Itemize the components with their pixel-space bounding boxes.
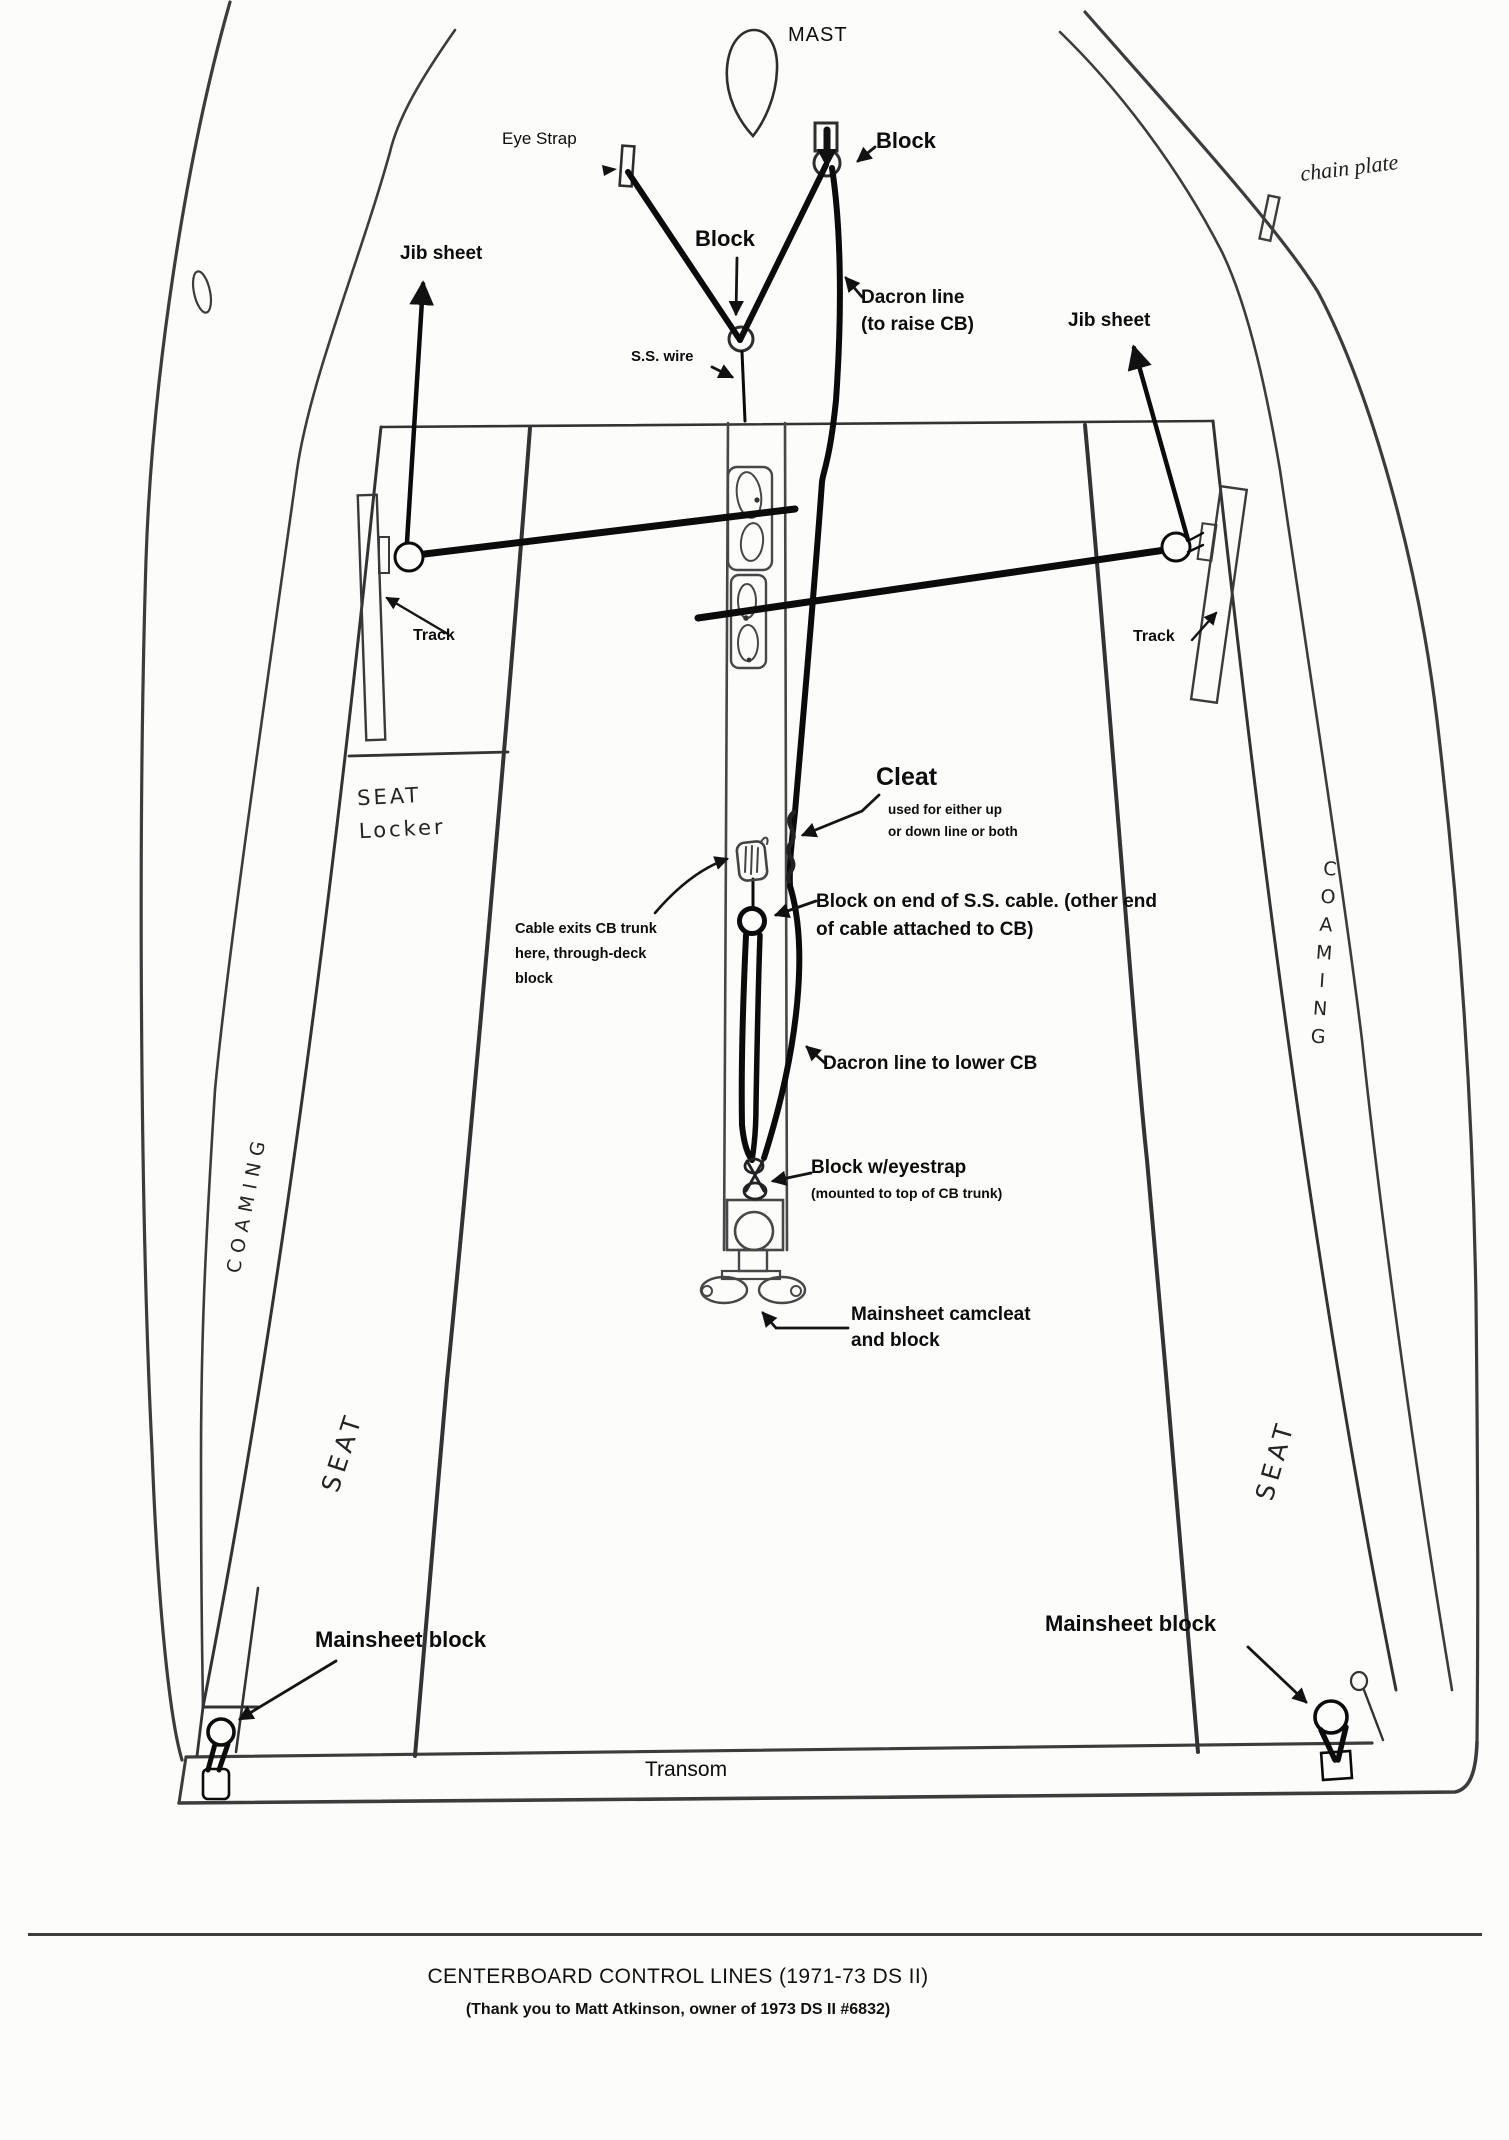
line-eyestrap-to-block [625,169,743,343]
masthead-block-label: Block [876,128,936,153]
mast-shape [725,28,779,138]
jib-sheet-left-label: Jib sheet [400,243,483,264]
track-right-label: Track [1133,628,1175,645]
block-eyestrap-label: Block w/eyestrap [811,1157,967,1178]
track-right-shape [1189,484,1249,705]
cable-exit-line1: Cable exits CB trunk [515,921,657,937]
eyestrap-block-shape [742,1157,768,1201]
cleat-note-line1: used for either up [888,802,1003,817]
foredeck-block-label: Block [695,226,755,251]
footer: CENTERBOARD CONTROL LINES (1971-73 DS II… [0,1965,1356,2019]
cockpit-structure [195,419,1398,1758]
diagram-title: CENTERBOARD CONTROL LINES (1971-73 DS II… [427,1965,929,1988]
cable-exit-line2: here, through-deck [515,946,647,962]
jib-sheet-right-label: Jib sheet [1068,310,1151,331]
jib-block-right-shape [1160,531,1192,563]
cable-exit-label: Cable exits CB trunk here, through-deck … [515,917,657,992]
ss-cable-block-label: Block on end of S.S. cable. (other end o… [816,888,1157,944]
ss-cable-block-line2: of cable attached to CB) [816,919,1034,940]
jib-tracks [356,484,1249,742]
seat-locker-line2: Locker [358,814,447,844]
cleat-label: Cleat [876,763,938,791]
dacron-lower-line [761,883,803,1161]
ss-cable-block-shape [737,906,767,936]
mast-label: MAST [788,24,848,46]
mast-and-bow-hardware [602,28,842,353]
through-deck-block-shape [735,836,769,882]
centerboard-trunk [699,421,807,1305]
diagram-credit: (Thank you to Matt Atkinson, owner of 19… [465,2001,891,2018]
jib-sheet-arrow-right [1127,344,1191,543]
cable-exit-line3: block [515,971,553,987]
dacron-raise-label: Dacron line (to raise CB) [861,284,974,338]
mainsheet-camcleat-line2: and block [851,1330,940,1351]
dacron-raise-line1: Dacron line [861,287,965,308]
ss-wire-label: S.S. wire [631,348,694,365]
mainsheet-block-right-label: Mainsheet block [1045,1611,1217,1636]
footer-divider [28,1933,1482,1936]
control-lines [201,162,1354,1801]
mainsheet-camcleat-label: Mainsheet camcleat and block [851,1302,1031,1354]
eye-strap-shape [618,144,636,188]
jib-sheet-line-right [694,545,1176,622]
jib-sheet-arrow-left [404,280,435,545]
hull-outline [139,0,1480,1805]
eye-strap-label: Eye Strap [502,129,577,148]
cleat-note-line2: or down line or both [888,824,1018,839]
line-block-to-masthead [737,162,829,343]
tackle-loop-left [738,932,755,1163]
seat-locker-line1: SEAT [356,782,422,811]
jib-block-left-shape [393,541,425,573]
cleat-shape [786,809,797,889]
cleat-note: used for either up or down line or both [888,799,1018,843]
mainsheet-block-left-shape [201,1717,236,1801]
tackle-loop-right [749,932,763,1163]
dacron-raise-line2: (to raise CB) [861,314,974,335]
ss-cable-block-line1: Block on end of S.S. cable. (other end [816,891,1157,912]
transom-label: Transom [645,1758,728,1781]
ss-wire-line [740,350,747,423]
seat-locker-label: SEAT Locker [356,778,447,848]
mainsheet-camcleat-line1: Mainsheet camcleat [851,1304,1031,1325]
mainsheet-block-right-shape [1313,1699,1354,1782]
jib-sheet-line-left [404,505,799,560]
dacron-raise-line [786,165,843,889]
track-left-shape [356,493,387,742]
track-left-label: Track [413,627,455,644]
mainsheet-block-left-label: Mainsheet block [315,1627,487,1652]
dacron-lower-label: Dacron line to lower CB [823,1053,1038,1074]
block-eyestrap-note: (mounted to top of CB trunk) [811,1185,1003,1201]
pointer-arrows [238,145,1308,1721]
